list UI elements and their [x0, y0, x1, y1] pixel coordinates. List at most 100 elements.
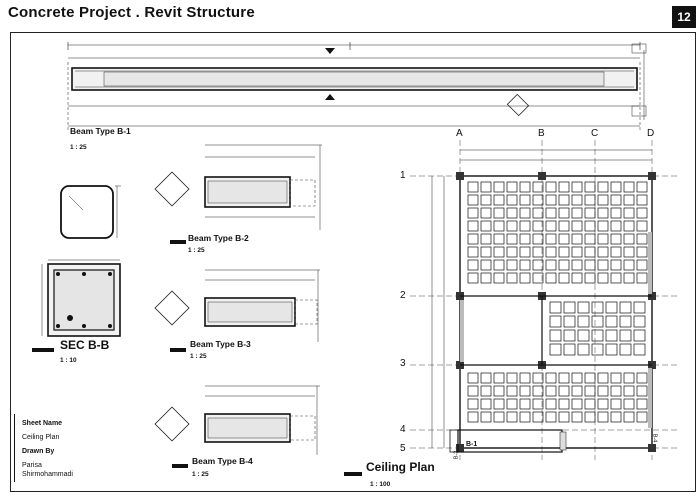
coffer-cell — [506, 246, 518, 258]
coffer-cell — [619, 343, 632, 356]
coffer-cell — [584, 194, 596, 206]
coffer-cell — [636, 372, 648, 384]
beam-b2-scale: 1 : 25 — [188, 247, 205, 254]
coffer-cell — [558, 272, 570, 284]
coffer-cell — [506, 259, 518, 271]
beam-b2-scale-bar — [170, 240, 186, 244]
coffer-cell — [584, 207, 596, 219]
coffer-cell — [545, 233, 557, 245]
stirrup-detail — [60, 185, 121, 239]
coffer-cell — [558, 411, 570, 423]
coffer-cell — [532, 411, 544, 423]
coffer-cell — [519, 233, 531, 245]
coffer-cell — [519, 207, 531, 219]
coffer-cell — [480, 398, 492, 410]
coffer-cell — [545, 181, 557, 193]
coffer-cell — [480, 233, 492, 245]
coffer-cell — [493, 272, 505, 284]
beam-tag-b1: B-1 — [466, 441, 478, 448]
coffer-cell — [545, 372, 557, 384]
coffer-cell — [610, 220, 622, 232]
coffer-cell — [597, 411, 609, 423]
page-number-badge: 12 — [672, 6, 696, 28]
coffer-cell — [563, 329, 576, 342]
grid-number-5: 5 — [400, 443, 406, 454]
grid-letter-a: A — [456, 128, 463, 139]
coffer-cell — [558, 207, 570, 219]
coffer-cell — [532, 194, 544, 206]
coffer-cell — [480, 272, 492, 284]
coffer-cell — [558, 220, 570, 232]
coffer-cell — [571, 411, 583, 423]
coffer-cell — [519, 181, 531, 193]
coffer-cell — [493, 259, 505, 271]
coffer-cell — [506, 220, 518, 232]
beam-b4-elevation — [154, 385, 320, 455]
coffer-cell — [597, 181, 609, 193]
coffer-cell — [591, 315, 604, 328]
coffer-cell — [480, 372, 492, 384]
coffer-cell — [545, 220, 557, 232]
coffer-cell — [532, 259, 544, 271]
coffer-cell — [584, 259, 596, 271]
drawn-by-label: Drawn By — [22, 448, 55, 455]
beam-b4-scale-bar — [172, 464, 188, 468]
coffer-cell — [610, 246, 622, 258]
coffer-cell — [571, 207, 583, 219]
coffer-cell — [584, 385, 596, 397]
coffer-cell — [605, 329, 618, 342]
coffer-cell — [558, 385, 570, 397]
coffer-cell — [571, 246, 583, 258]
coffer-cell — [636, 398, 648, 410]
coffer-cell — [493, 220, 505, 232]
coffer-cell — [610, 194, 622, 206]
coffer-cell — [467, 220, 479, 232]
grid-number-4: 4 — [400, 424, 406, 435]
coffer-cell — [506, 233, 518, 245]
coffer-cell — [532, 207, 544, 219]
coffer-cell — [619, 329, 632, 342]
coffer-cell — [584, 233, 596, 245]
coffer-cell — [549, 329, 562, 342]
coffer-cell — [636, 207, 648, 219]
coffer-cell — [493, 372, 505, 384]
sheet-name-value: Ceiling Plan — [22, 434, 60, 441]
coffer-cell — [571, 259, 583, 271]
coffer-cell — [549, 315, 562, 328]
coffer-cell — [623, 194, 635, 206]
coffer-cell — [493, 411, 505, 423]
coffer-cell — [577, 315, 590, 328]
coffer-cell — [571, 398, 583, 410]
coffer-cell — [633, 329, 646, 342]
coffer-cell — [577, 329, 590, 342]
coffer-cell — [584, 220, 596, 232]
coffer-cell — [532, 246, 544, 258]
coffer-cell — [532, 220, 544, 232]
coffer-cell — [563, 301, 576, 314]
coffer-cell — [591, 343, 604, 356]
coffer-cell — [493, 181, 505, 193]
coffer-cell — [519, 398, 531, 410]
coffer-cell — [610, 372, 622, 384]
coffer-cell — [636, 259, 648, 271]
side-tag-b2: B-2 — [453, 450, 460, 460]
coffer-cell — [493, 233, 505, 245]
coffer-cell — [605, 301, 618, 314]
coffer-cell — [623, 259, 635, 271]
section-bb-drawing — [41, 259, 121, 337]
coffer-cell — [493, 385, 505, 397]
coffer-cell — [480, 181, 492, 193]
coffer-cell — [577, 343, 590, 356]
coffer-cell — [506, 385, 518, 397]
section-scale: 1 : 10 — [60, 357, 77, 364]
coffer-cell — [623, 398, 635, 410]
coffer-cell — [506, 181, 518, 193]
coffer-cell — [506, 194, 518, 206]
coffer-cell — [619, 301, 632, 314]
beam-b3-elevation — [154, 269, 320, 342]
coffer-cell — [584, 246, 596, 258]
coffer-cell — [545, 411, 557, 423]
coffer-cell — [519, 272, 531, 284]
coffer-cell — [633, 343, 646, 356]
beam-b2-title: Beam Type B-2 — [188, 233, 249, 243]
